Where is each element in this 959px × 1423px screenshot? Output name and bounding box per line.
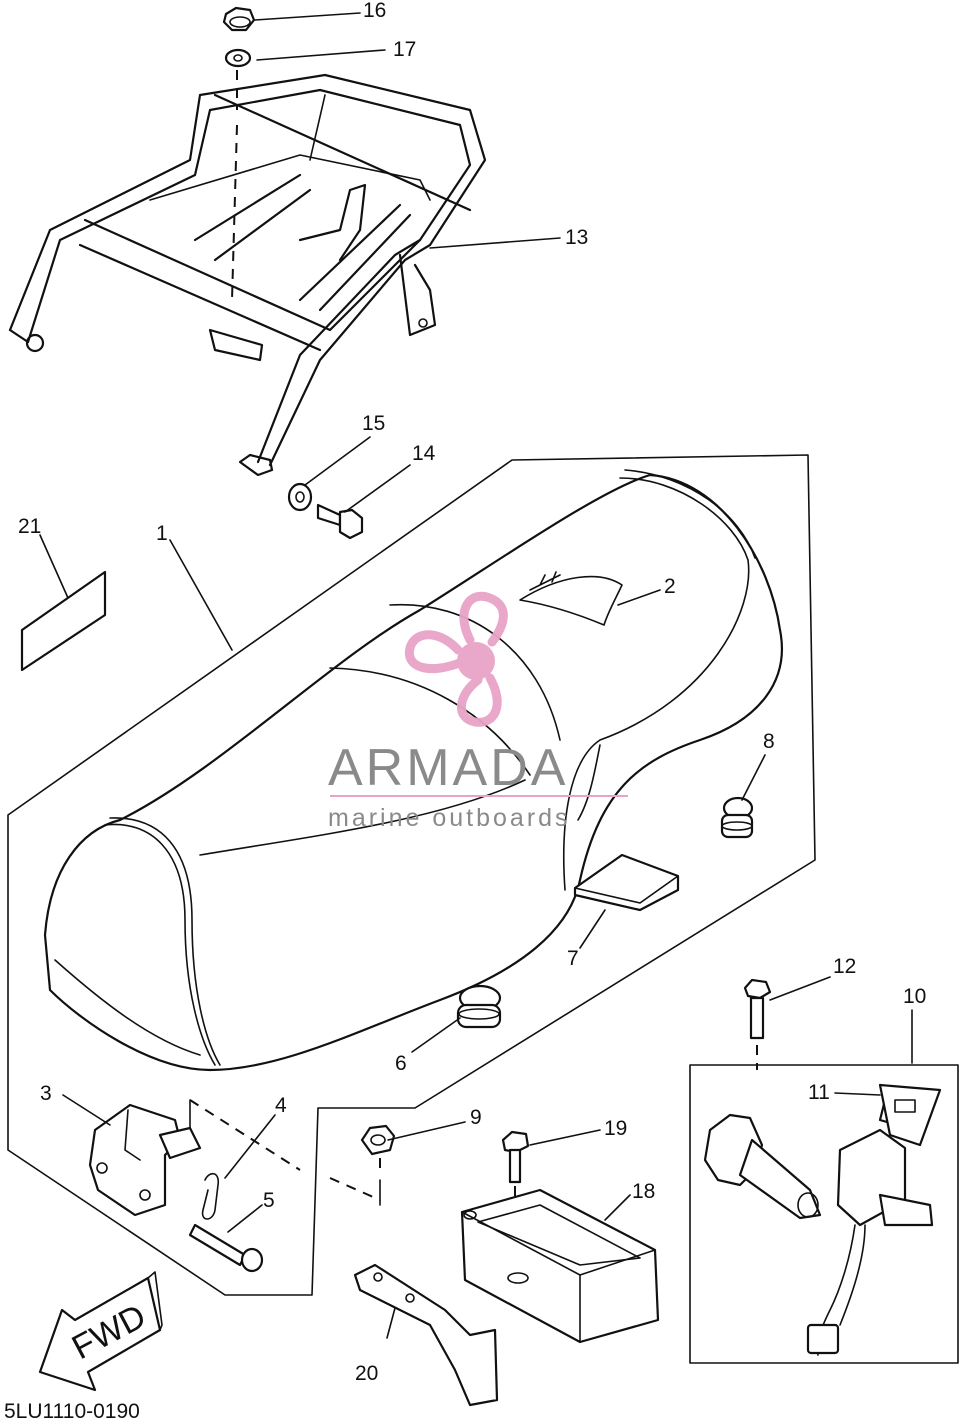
damper-6 bbox=[456, 984, 502, 1029]
bolt-14 bbox=[316, 503, 364, 540]
callout-19: 19 bbox=[604, 1117, 627, 1140]
callout-13: 13 bbox=[565, 226, 588, 249]
brand-divider bbox=[330, 795, 628, 797]
callout-1: 1 bbox=[156, 522, 168, 545]
leader-lines bbox=[39, 12, 913, 1339]
callout-17: 17 bbox=[393, 38, 416, 61]
bracket-3 bbox=[88, 1103, 202, 1217]
callout-12: 12 bbox=[833, 955, 856, 978]
emblem-2 bbox=[519, 571, 623, 626]
brand-name: ARMADA bbox=[328, 739, 568, 797]
nut-16 bbox=[222, 6, 256, 32]
callout-21: 21 bbox=[18, 515, 41, 538]
drawing-code: 5LU1110-0190 bbox=[4, 1400, 140, 1423]
callout-14: 14 bbox=[412, 442, 436, 465]
carrier-rack bbox=[8, 70, 487, 477]
watermark: ARMADA marine outboards bbox=[328, 591, 628, 832]
callout-6: 6 bbox=[395, 1052, 407, 1075]
pin-5 bbox=[188, 1223, 264, 1273]
callout-11: 11 bbox=[808, 1081, 830, 1104]
callout-15: 15 bbox=[362, 412, 385, 435]
callout-18: 18 bbox=[632, 1180, 655, 1203]
propeller-logo-icon bbox=[404, 591, 508, 727]
pad-7 bbox=[573, 853, 680, 912]
callout-3: 3 bbox=[40, 1082, 52, 1105]
callout-2: 2 bbox=[664, 575, 676, 598]
bolt-12 bbox=[743, 978, 772, 1070]
clip-4 bbox=[201, 1172, 220, 1220]
callout-5: 5 bbox=[263, 1189, 275, 1212]
callout-4: 4 bbox=[275, 1094, 287, 1117]
washer-17 bbox=[224, 48, 252, 68]
switch-assembly-frame bbox=[689, 1064, 959, 1364]
nut-9 bbox=[360, 1124, 396, 1172]
brand-tagline: marine outboards bbox=[328, 804, 571, 832]
stay-20 bbox=[353, 1263, 499, 1407]
callout-7: 7 bbox=[567, 947, 579, 970]
washer-15 bbox=[287, 482, 313, 512]
reference-line bbox=[189, 1099, 381, 1201]
callout-8: 8 bbox=[763, 730, 775, 753]
lock-cap-11 bbox=[878, 1083, 942, 1147]
forward-arrow: FWD bbox=[38, 1271, 163, 1392]
callout-labels: 16 17 13 15 14 21 1 2 8 7 12 10 6 3 11 4… bbox=[18, 0, 926, 1385]
reference-line-vertical bbox=[189, 1099, 381, 1206]
toolbox-18 bbox=[460, 1188, 660, 1344]
damper-8 bbox=[720, 796, 754, 839]
callout-10: 10 bbox=[903, 985, 926, 1008]
callout-9: 9 bbox=[470, 1106, 482, 1129]
assembly-frame bbox=[7, 454, 816, 1296]
label-21 bbox=[20, 570, 107, 672]
callout-20: 20 bbox=[355, 1362, 378, 1385]
callout-16: 16 bbox=[363, 0, 386, 22]
